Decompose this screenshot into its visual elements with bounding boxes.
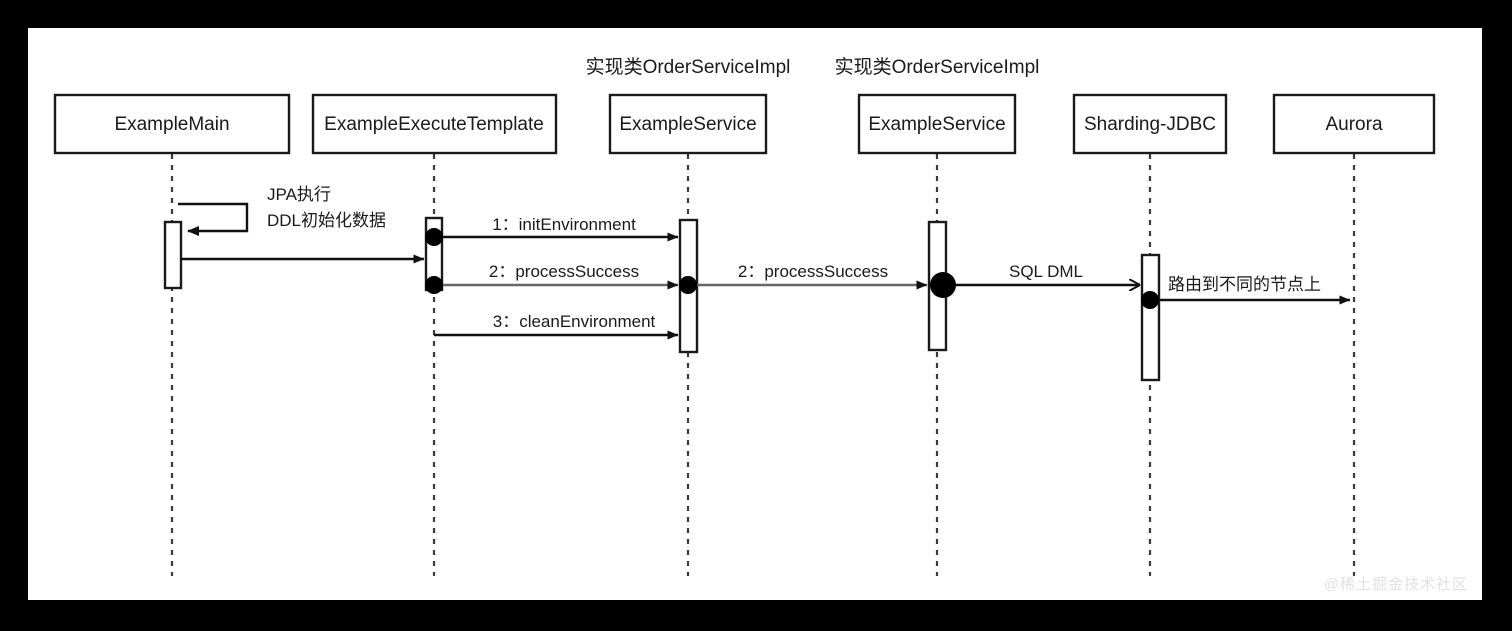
message-route-to-nodes: 路由到不同的节点上	[1141, 275, 1351, 309]
message-label-process-success-1: 2：processSuccess	[489, 262, 639, 281]
message-label-clean-environment: 3：cleanEnvironment	[493, 312, 656, 331]
message-label-sql-dml: SQL DML	[1009, 262, 1083, 281]
participant-box-example-main[interactable]	[53, 93, 291, 155]
diagram-canvas: 实现类OrderServiceImpl 实现类OrderServiceImpl …	[28, 28, 1482, 600]
message-origin-dot-sql-dml	[930, 272, 956, 298]
message-label-route-to-nodes: 路由到不同的节点上	[1168, 275, 1321, 294]
participant-label-example-service-1: ExampleService	[619, 114, 756, 135]
participant-box-aurora[interactable]	[1272, 93, 1436, 155]
message-sql-dml: SQL DML	[930, 262, 1140, 298]
message-init-environment: 1：initEnvironment	[425, 215, 679, 246]
participant-example-execute-template[interactable]: ExampleExecuteTemplate	[311, 93, 558, 155]
participant-box-example-execute-template[interactable]	[311, 93, 558, 155]
self-message-label-line2: DDL初始化数据	[267, 211, 386, 230]
participant-note-example-service-1: 实现类OrderServiceImpl	[586, 56, 791, 78]
activation-sharding-jdbc	[1140, 253, 1161, 382]
message-label-init-environment: 1：initEnvironment	[492, 215, 636, 234]
participant-note-example-service-2: 实现类OrderServiceImpl	[835, 56, 1040, 78]
activation-example-main	[163, 220, 183, 290]
message-clean-environment: 3：cleanEnvironment	[434, 312, 679, 340]
self-message-label-line1: JPA执行	[267, 185, 331, 204]
participant-box-example-service-2[interactable]	[857, 93, 1017, 155]
message-origin-dot-process-success-1	[425, 276, 443, 294]
sequence-diagram: 实现类OrderServiceImpl 实现类OrderServiceImpl …	[53, 56, 1436, 576]
participant-sharding-jdbc[interactable]: Sharding-JDBC	[1072, 93, 1228, 155]
participant-label-sharding-jdbc: Sharding-JDBC	[1084, 114, 1216, 135]
message-process-success-2: 2：processSuccess	[679, 262, 928, 294]
message-origin-dot-init-environment	[425, 228, 443, 246]
message-origin-dot-process-success-2	[679, 276, 697, 294]
participant-example-service-2[interactable]: ExampleService	[857, 93, 1017, 155]
participant-label-aurora: Aurora	[1325, 114, 1382, 135]
participant-example-service-1[interactable]: ExampleService	[608, 93, 768, 155]
message-self-ddl: JPA执行 DDL初始化数据	[178, 185, 386, 236]
message-process-success-1: 2：processSuccess	[425, 262, 679, 294]
participant-box-example-service-1[interactable]	[608, 93, 768, 155]
participant-example-main[interactable]: ExampleMain	[53, 93, 291, 155]
participant-label-example-execute-template: ExampleExecuteTemplate	[324, 114, 544, 135]
participant-box-sharding-jdbc[interactable]	[1072, 93, 1228, 155]
watermark-text: @稀土掘金技术社区	[1323, 576, 1468, 593]
message-label-process-success-2: 2：processSuccess	[738, 262, 888, 281]
participant-aurora[interactable]: Aurora	[1272, 93, 1436, 155]
self-loop-path	[178, 202, 249, 236]
participant-label-example-service-2: ExampleService	[868, 114, 1005, 135]
participant-label-example-main: ExampleMain	[114, 114, 229, 135]
message-origin-dot-route-to-nodes	[1141, 291, 1159, 309]
